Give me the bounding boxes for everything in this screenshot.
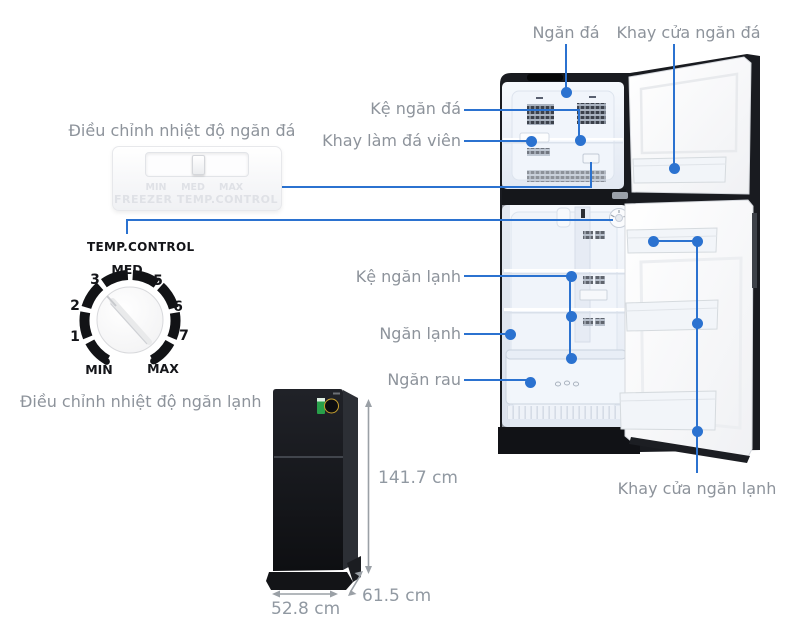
label-ke-ngan-da: Kệ ngăn đá [370, 99, 461, 118]
small-fridge-side [343, 390, 358, 570]
fridge-door-tray-2 [625, 299, 719, 332]
temp-dial-ring [79, 270, 181, 365]
marker-khay-cua-ngan-da [669, 163, 680, 174]
slider-min-label: MIN [145, 182, 167, 193]
freezer-vent-left [527, 104, 554, 125]
connector-door-trays-top [653, 240, 697, 242]
top-handle-recess [527, 74, 563, 81]
fridge-base [498, 427, 640, 454]
promo-sticker [324, 398, 339, 414]
label-khay-cua-ngan-da: Khay cửa ngăn đá [616, 23, 761, 42]
connector-dial [126, 219, 613, 221]
freezer-temp-slider-knob [192, 155, 205, 175]
connector-khay-cua-ngan-lanh [696, 240, 698, 473]
dimension-height: 141.7 cm [378, 468, 458, 488]
dial-med-label: MED [111, 262, 143, 277]
marker-door-tray-1b [692, 236, 703, 247]
marker-ngan-lanh [505, 329, 516, 340]
label-khay-cua-ngan-lanh: Khay cửa ngăn lạnh [617, 479, 777, 498]
label-khay-lam-da-vien: Khay làm đá viên [322, 131, 461, 150]
dial-max-label: MAX [147, 361, 179, 376]
connector-ke-ngan-da [464, 109, 580, 111]
marker-door-tray-3 [692, 426, 703, 437]
marker-door-tray-1a [648, 236, 659, 247]
marker-khay-lam-da-vien [526, 136, 537, 147]
connector-freezer-slider-rise [590, 162, 592, 188]
connector-khay-lam-da-vien [464, 140, 531, 142]
dimension-depth: 61.5 cm [362, 586, 432, 606]
width-arrow [272, 590, 338, 598]
label-freezer-temp-control: Điều chỉnh nhiệt độ ngăn đá [68, 121, 296, 140]
small-fridge-front [273, 389, 343, 571]
dial-number-5: 5 [153, 273, 163, 289]
dial-min-label: MIN [85, 362, 113, 377]
small-fridge-door-divider [274, 456, 343, 458]
marker-ke-ngan-lanh-3 [566, 353, 577, 364]
dial-number-2: 2 [70, 298, 80, 314]
marker-ke-ngan-lanh-1 [566, 271, 577, 282]
height-arrow [365, 399, 372, 574]
connector-ngan-lanh [464, 333, 510, 335]
energy-label-sticker [317, 398, 325, 414]
dial-number-7: 7 [179, 328, 189, 344]
label-ngan-lanh: Ngăn lạnh [379, 324, 461, 343]
connector-ngan-da [565, 44, 567, 92]
dial-number-3: 3 [90, 272, 100, 288]
fridge-door-tray-3 [619, 390, 717, 431]
dial-title: TEMP.CONTROL [87, 240, 195, 254]
freezer-shelf [503, 138, 623, 141]
depth-arrow [348, 571, 363, 596]
dimension-width: 52.8 cm [271, 599, 341, 619]
slider-caption: FREEZER TEMP.CONTROL [114, 193, 278, 206]
big-fridge-illustration [498, 54, 760, 463]
fridge-interior [502, 205, 629, 427]
connector-khay-cua-ngan-da [673, 44, 675, 168]
marker-door-tray-2 [692, 318, 703, 329]
marker-ke-ngan-lanh-2 [566, 311, 577, 322]
small-fridge-base [266, 572, 353, 590]
dial-number-6: 6 [173, 299, 183, 315]
marker-ke-ngan-da [575, 135, 586, 146]
small-fridge-illustration [266, 389, 361, 590]
freezer-vent-right [577, 103, 606, 124]
label-ngan-da: Ngăn đá [532, 23, 600, 42]
compartment-divider [502, 189, 626, 205]
label-fridge-temp-control: Điều chỉnh nhiệt độ ngăn lạnh [20, 392, 262, 411]
connector-ke-ngan-lanh [464, 275, 570, 277]
connector-ngan-rau [464, 379, 531, 381]
connector-ke-ngan-da-drop [578, 109, 580, 140]
fridge-door [619, 199, 754, 463]
slider-med-label: MED [181, 182, 205, 193]
label-ke-ngan-lanh: Kệ ngăn lạnh [355, 267, 461, 286]
freezer-door [628, 56, 752, 195]
connector-dial-rise [126, 220, 128, 234]
marker-ngan-rau [525, 377, 536, 388]
marker-ngan-da [561, 87, 572, 98]
connector-freezer-slider [281, 186, 592, 188]
fridge-shelf-2 [504, 308, 625, 311]
temp-dial [79, 270, 181, 365]
freezer-interior [502, 82, 624, 189]
fridge-shelf-1 [504, 269, 625, 272]
dial-number-1: 1 [70, 329, 80, 345]
label-ngan-rau: Ngăn rau [387, 370, 461, 389]
slider-max-label: MAX [219, 182, 244, 193]
